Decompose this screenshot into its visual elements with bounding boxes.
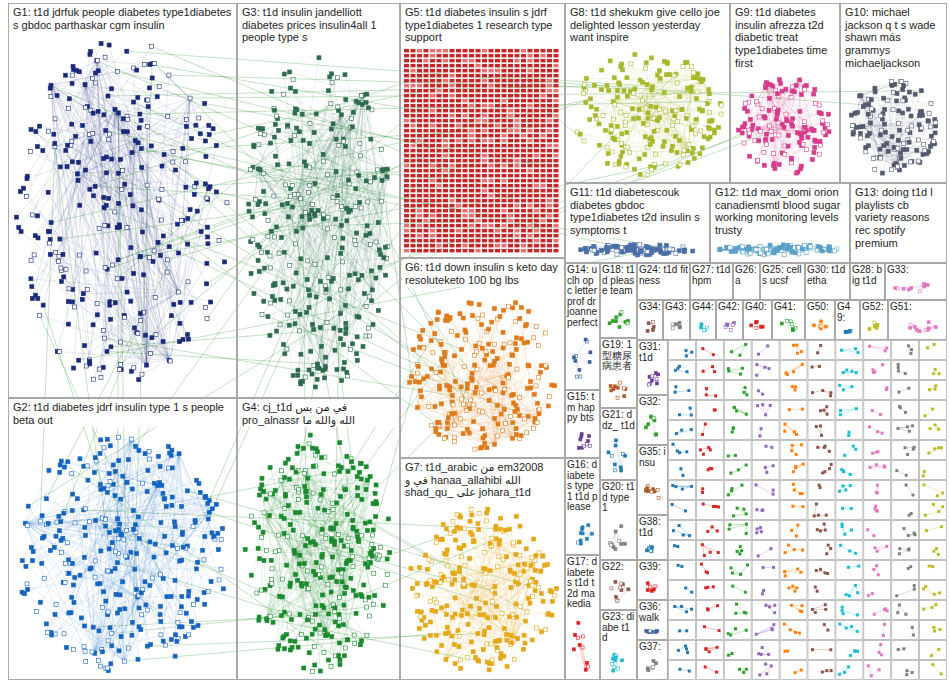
graph-canvas: G1: t1d jdrfuk people diabetes type1diab… [0, 0, 950, 688]
